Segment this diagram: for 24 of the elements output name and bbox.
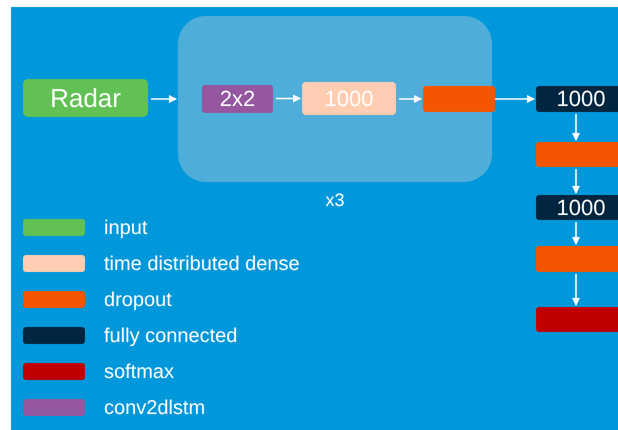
legend-text: softmax <box>104 362 174 382</box>
arrow <box>572 114 580 141</box>
arrow <box>495 95 535 103</box>
legend-text: dropout <box>104 290 172 310</box>
legend-text: time distributed dense <box>104 254 300 274</box>
arrow <box>572 274 580 306</box>
dropout-bar <box>536 142 618 167</box>
arrow <box>399 95 422 103</box>
arrow <box>572 222 580 245</box>
legend-text: conv2dlstm <box>104 398 206 418</box>
fully-connected-box: 1000 <box>536 86 618 112</box>
dense-layer-box: 1000 <box>302 82 396 115</box>
dropout-bar <box>536 246 618 272</box>
softmax-bar <box>536 307 618 332</box>
repeat-count-label: x3 <box>326 191 344 209</box>
legend-text: input <box>104 218 148 238</box>
arrow <box>151 95 177 103</box>
dropout-bar <box>423 86 495 112</box>
fully-connected-box: 1000 <box>536 195 618 220</box>
arrow <box>572 169 580 194</box>
input-box: Radar <box>23 79 148 117</box>
conv-layer-box: 2x2 <box>202 85 273 113</box>
arrow <box>276 94 301 102</box>
legend-text: fully connected <box>104 326 238 346</box>
